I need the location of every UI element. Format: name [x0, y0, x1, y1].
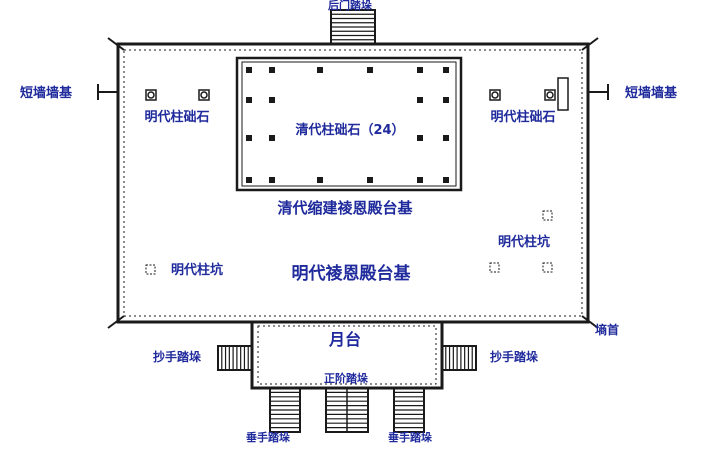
- qing-base-square: [367, 177, 373, 183]
- qing-base-square: [443, 177, 449, 183]
- drop-steps-left-shape: [269, 387, 301, 433]
- ming-column-pits: [145, 210, 553, 275]
- qing-base-square: [269, 135, 275, 141]
- qing-base-square: [417, 135, 423, 141]
- label-wall-head: 墒首: [595, 322, 619, 337]
- label-rear-steps: 后门踏垛: [328, 0, 373, 12]
- label-drop-steps-right: 垂手踏垛: [388, 430, 433, 444]
- drop-steps-right-shape: [393, 387, 425, 433]
- label-side-steps-left: 抄手踏垛: [153, 349, 201, 364]
- qing-base-square: [246, 67, 252, 73]
- label-qing-base: 清代柱础石（24）: [295, 122, 404, 138]
- label-ming-base-left: 明代柱础石: [144, 109, 209, 125]
- qing-base-square: [443, 135, 449, 141]
- qing-base-square: [443, 97, 449, 103]
- qing-base-square: [317, 177, 323, 183]
- label-wall-base-right: 短墙墙基: [625, 85, 678, 101]
- rear-steps: [330, 9, 376, 45]
- label-wall-base-left: 短墙墙基: [20, 85, 73, 101]
- qing-platform-outline: [235, 56, 463, 192]
- ming-column-bases-left: [145, 89, 210, 101]
- label-ming-platform: 明代祾恩殿台基: [292, 263, 412, 284]
- main-steps-shape: [325, 387, 369, 433]
- label-qing-platform: 清代缩建祾恩殿台基: [277, 199, 413, 217]
- label-drop-steps-left: 垂手踏垛: [246, 430, 291, 444]
- qing-base-square: [417, 67, 423, 73]
- label-ming-pit-right: 明代柱坑: [498, 234, 550, 250]
- wall-stub-left: [97, 84, 118, 100]
- side-steps-right: [441, 345, 477, 371]
- label-side-steps-right: 抄手踏垛: [490, 349, 538, 364]
- qing-base-square: [269, 97, 275, 103]
- label-ming-base-right: 明代柱础石: [490, 109, 555, 125]
- label-main-steps: 正阶踏垛: [324, 371, 369, 385]
- ming-platform-outline: [107, 37, 599, 329]
- qing-base-square: [246, 177, 252, 183]
- qing-base-square: [269, 177, 275, 183]
- wall-stub-right: [588, 84, 609, 100]
- ming-column-bases-right: [489, 77, 569, 111]
- qing-base-square: [317, 67, 323, 73]
- qing-base-square: [269, 67, 275, 73]
- qing-base-square: [443, 67, 449, 73]
- side-steps-left: [217, 345, 253, 371]
- label-moon-terrace: 月台: [328, 330, 361, 349]
- qing-base-square: [367, 67, 373, 73]
- label-ming-pit-left: 明代柱坑: [171, 262, 223, 278]
- qing-base-square: [246, 97, 252, 103]
- qing-base-square: [417, 97, 423, 103]
- qing-base-square: [246, 135, 252, 141]
- qing-base-square: [417, 177, 423, 183]
- qing-column-bases: [246, 67, 449, 183]
